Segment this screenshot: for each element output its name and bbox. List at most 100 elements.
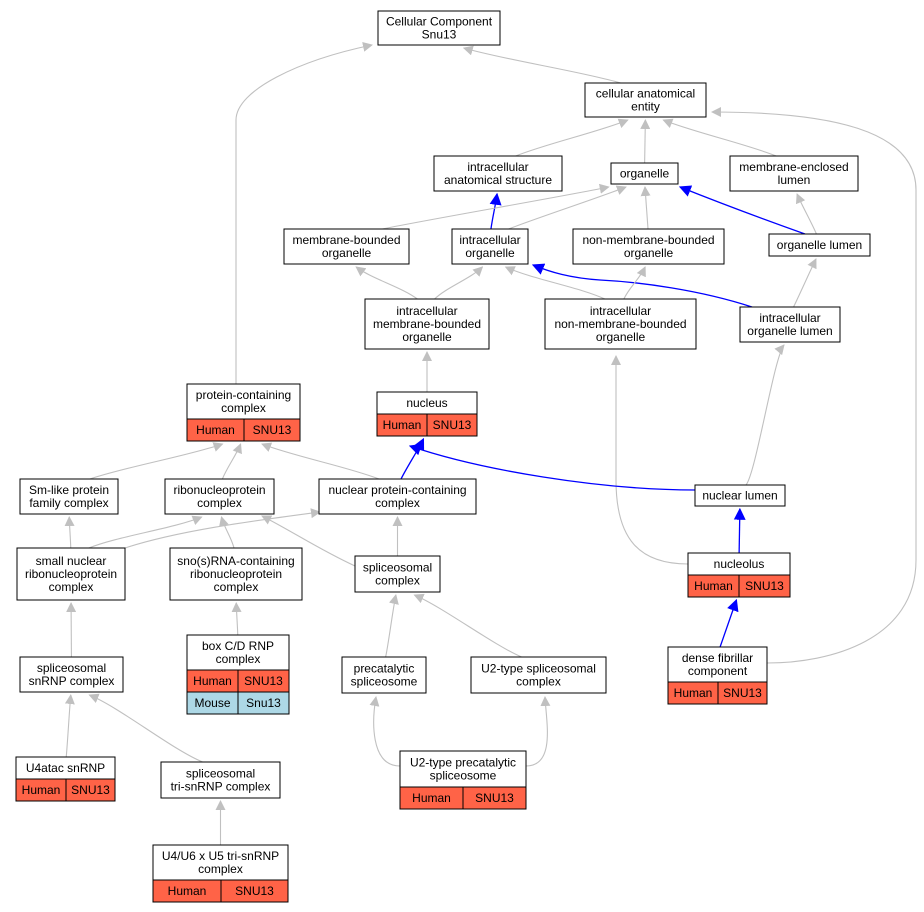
node-label-line: small nuclear [36, 554, 107, 568]
node-label-line: protein-containing [196, 388, 291, 402]
node-label-line: ribonucleoprotein [25, 567, 117, 581]
gene-cell [426, 413, 478, 437]
species-label: Mouse [194, 696, 230, 710]
node-box [451, 228, 529, 265]
node-label-line: cellular anatomical [596, 87, 695, 101]
node-box [399, 750, 527, 788]
gene-label: Snu13 [246, 696, 281, 710]
node-label-line: membrane-enclosed [739, 160, 848, 174]
gene-cell [65, 778, 116, 802]
node-snornp[interactable]: sno(s)RNA-containingribonucleoproteincom… [169, 547, 303, 601]
node-label-line: spliceosomal [186, 767, 255, 781]
node-label-line: dense fibrillar [682, 651, 753, 665]
gene-label: SNU13 [723, 686, 762, 700]
edge-ias-to-cae [515, 118, 629, 157]
node-box [584, 82, 707, 118]
node-inmbo[interactable]: intracellularnon-membrane-boundedorganel… [544, 298, 697, 350]
node-label-line: tri-snRNP complex [171, 780, 271, 794]
node-label-line: organelle lumen [777, 238, 862, 252]
node-nl[interactable]: nuclear lumen [694, 484, 786, 507]
node-box [186, 634, 290, 671]
node-box [169, 547, 303, 601]
node-label-line: spliceosome [351, 675, 418, 689]
node-box [377, 10, 501, 46]
gene-cell [717, 681, 768, 705]
node-label-line: sno(s)RNA-containing [177, 554, 294, 568]
node-label-line: Cellular Component [386, 15, 493, 29]
edge-inmbo-to-nmbo [623, 266, 646, 300]
edge-u2pre-to-precat [369, 696, 401, 767]
edge-nclo-to-inmbo [611, 355, 689, 565]
node-label-line: complex [197, 496, 242, 510]
node-label-line: non-membrane-bounded [582, 233, 714, 247]
node-label-line: organelle [596, 330, 646, 344]
node-label-line: organelle [620, 167, 670, 181]
gene-cell [738, 574, 791, 598]
node-label-line: intracellular [459, 233, 520, 247]
gene-cell [220, 879, 289, 903]
edge-boxcd-to-snornp [231, 602, 242, 636]
node-label-line: family complex [29, 496, 108, 510]
edges-layer [64, 41, 917, 845]
node-box [164, 478, 275, 515]
node-box [186, 383, 301, 420]
node-label-line: ribonucleoprotein [173, 483, 265, 497]
edge-nclo-to-nl [733, 507, 746, 554]
node-label-line: membrane-bounded [292, 233, 400, 247]
edge-inmbo-to-io [504, 266, 606, 300]
edge-u2sc-to-spc [413, 593, 522, 658]
edge-imbo-to-mbo [355, 266, 418, 300]
node-label-line: non-membrane-bounded [554, 317, 686, 331]
node-box [433, 155, 563, 192]
edge-snornp-to-rnp [219, 516, 235, 549]
node-label-line: complex [214, 580, 259, 594]
edge-mel-to-cae [662, 118, 777, 157]
node-label-line: organelle [624, 246, 674, 260]
species-label: Human [168, 884, 207, 898]
node-box [739, 306, 841, 343]
node-ol[interactable]: organelle lumen [768, 233, 871, 257]
node-label-line: nucleus [406, 396, 447, 410]
edge-precat-to-spc [385, 594, 399, 658]
edge-nmbo-to-org [640, 186, 651, 230]
edge-dfc-to-nclo [719, 598, 739, 648]
edge-dfc-to-cae [711, 107, 917, 664]
edge-pcc-to-cc [235, 41, 373, 384]
node-org[interactable]: organelle [610, 162, 679, 185]
edge-u4atac-to-ssnrnp [64, 694, 75, 758]
node-label-line: spliceosomal [363, 561, 432, 575]
gene-cell [237, 691, 290, 715]
edge-u2pre-to-u2sc [525, 696, 551, 767]
edge-nl-to-nuc [408, 443, 696, 491]
